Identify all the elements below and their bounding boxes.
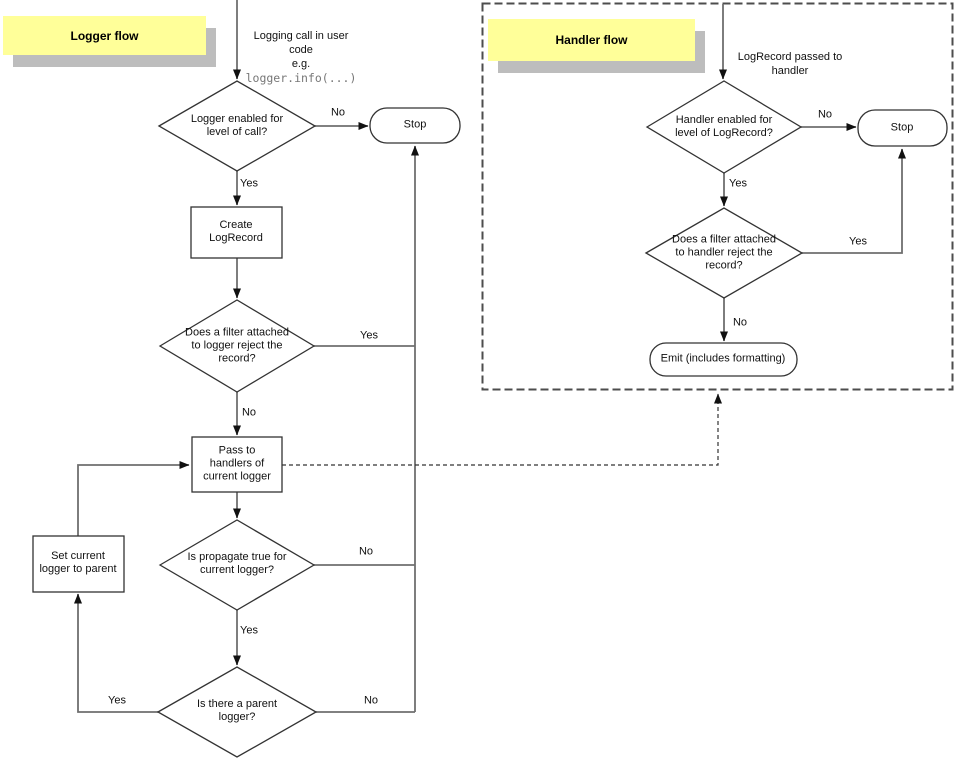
create-logrecord-process xyxy=(190,206,283,259)
handler-enabled-decision xyxy=(645,80,803,174)
connector-handler-filter-yes-to-stop xyxy=(802,148,906,254)
connector-pass-to-handler-flow-dashed xyxy=(282,393,722,466)
logger-entry-note: Logging call in user code e.g. logger.in… xyxy=(246,15,357,99)
emit-terminator xyxy=(649,342,798,377)
logger-flow-title: Logger flow xyxy=(70,28,139,43)
handler-filter-decision xyxy=(644,207,804,299)
handler-stop-terminator xyxy=(857,109,948,147)
logger-entry-text: Logging call in user code e.g. xyxy=(253,30,349,70)
logger-flow-title-note: Logger flow xyxy=(3,16,206,55)
handler-entry-text: LogRecord passed to handler xyxy=(737,51,843,77)
handler-flow-container xyxy=(481,2,954,391)
logger-filter-decision xyxy=(158,299,316,393)
connector-set-current-to-pass xyxy=(77,461,190,536)
logger-stop-terminator xyxy=(369,107,461,144)
handler-entry-note: LogRecord passed to handler xyxy=(738,36,843,78)
handler-flow-title-note: Handler flow xyxy=(488,19,695,61)
logger-enabled-decision xyxy=(157,80,317,172)
pass-to-handlers-process xyxy=(191,436,283,493)
propagate-decision xyxy=(158,519,316,611)
parent-logger-decision xyxy=(156,666,318,758)
logger-entry-code: logger.info(...) xyxy=(245,71,357,85)
handler-flow-title: Handler flow xyxy=(555,33,628,47)
set-current-logger-process xyxy=(32,535,125,593)
connector-parent-yes-to-set-current xyxy=(74,593,158,713)
